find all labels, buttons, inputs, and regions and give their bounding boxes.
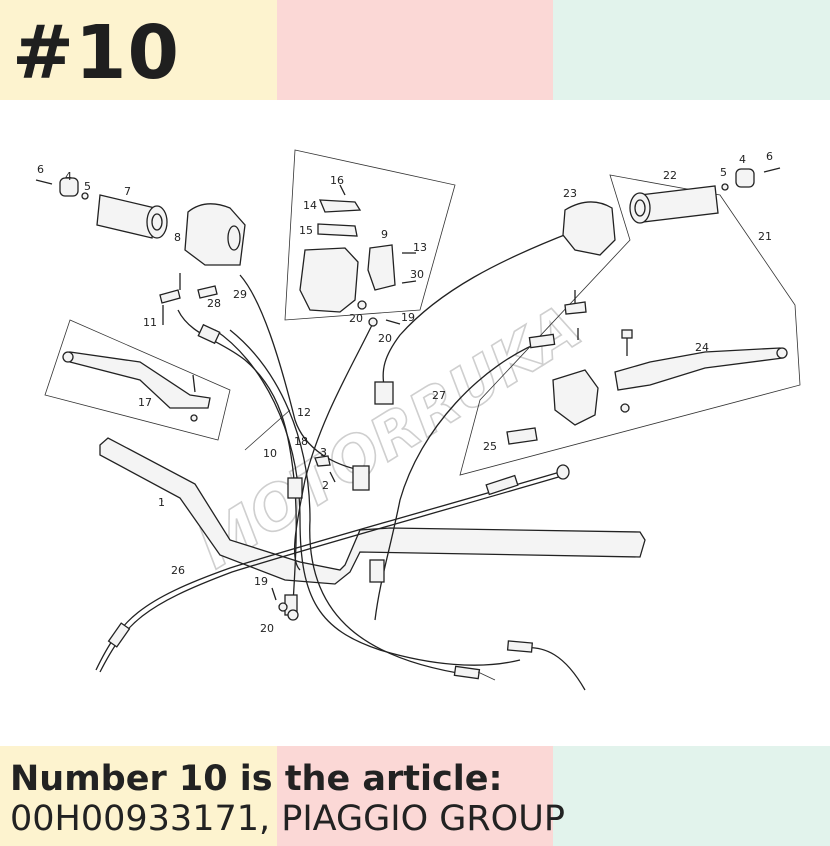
left-switch-housing (184, 203, 246, 266)
left-lever (69, 351, 211, 409)
bar-end-weight-right (735, 168, 755, 188)
screw-19a (385, 319, 401, 325)
caption-band (0, 746, 830, 846)
header-band (0, 0, 830, 100)
callout-10: 10 (263, 447, 277, 460)
callout-12: 12 (297, 406, 311, 419)
washer-left (81, 192, 89, 200)
callout-2: 2 (322, 479, 329, 492)
cable-end-nipple (556, 464, 570, 480)
washer-20a (357, 300, 367, 310)
callout-21: 21 (758, 230, 772, 243)
reservoir-gasket (317, 223, 358, 237)
callout-9: 9 (381, 228, 388, 241)
group-box-master-cylinder (284, 149, 456, 321)
callout-22: 22 (663, 169, 677, 182)
callout-1: 1 (158, 496, 165, 509)
screw-30 (401, 280, 417, 284)
right-grip (629, 185, 719, 224)
callout-18: 18 (294, 435, 308, 448)
right-switch-housing (562, 201, 616, 256)
banjo-bolt-25 (506, 427, 538, 445)
callout-6-right: 6 (766, 150, 773, 163)
group-box-left-lever (44, 319, 231, 441)
screw-19b (271, 587, 277, 601)
callout-30: 30 (410, 268, 424, 281)
callout-26: 26 (171, 564, 185, 577)
callout-25: 25 (483, 440, 497, 453)
callout-28: 28 (207, 297, 221, 310)
washer-20c (278, 602, 288, 612)
screw-16 (339, 184, 346, 196)
callout-5-right: 5 (720, 166, 727, 179)
cable-adjuster (485, 474, 519, 496)
callout-15: 15 (299, 224, 313, 237)
handlebar (99, 437, 646, 585)
washer-right (721, 183, 729, 191)
callout-19-b: 19 (254, 575, 268, 588)
left-grip (96, 194, 168, 239)
callout-27: 27 (432, 389, 446, 402)
connector (352, 465, 370, 491)
callout-20-b: 20 (378, 332, 392, 345)
callout-4-right: 4 (739, 153, 746, 166)
throttle-cable-a (214, 329, 521, 666)
callout-4-left: 4 (65, 170, 72, 183)
callout-3: 3 (320, 446, 327, 459)
washer-20b (368, 317, 378, 327)
master-cylinder-body (299, 247, 359, 313)
callout-17: 17 (138, 396, 152, 409)
banjo-bolt (197, 285, 218, 299)
caption-heading: Number 10 is the article: (10, 759, 503, 799)
connector-right (374, 381, 394, 405)
callout-7: 7 (124, 185, 131, 198)
callout-20-c: 20 (260, 622, 274, 635)
group-box-right-controls (459, 174, 801, 476)
right-master-cylinder (552, 369, 599, 426)
clamp (367, 244, 396, 291)
throttle-cable-b (229, 329, 471, 676)
bar-end-weight-left (59, 177, 79, 197)
callout-13: 13 (413, 241, 427, 254)
right-lever (614, 347, 784, 391)
callout-24: 24 (695, 341, 709, 354)
switch-wire (293, 324, 373, 571)
screw-right (763, 167, 781, 173)
callout-23: 23 (563, 187, 577, 200)
callout-29: 29 (233, 288, 247, 301)
bracket-3 (314, 455, 331, 467)
callout-19-a: 19 (401, 311, 415, 324)
callout-5-left: 5 (84, 180, 91, 193)
screw-left (35, 179, 53, 185)
exploded-parts-diagram: MOTORRUKA (35, 149, 801, 691)
screw-2 (329, 471, 336, 483)
callout-20-a: 20 (349, 312, 363, 325)
item-number-title: #10 (12, 10, 180, 96)
reservoir-cap (319, 199, 362, 213)
callout-16: 16 (330, 174, 344, 187)
callout-6-left: 6 (37, 163, 44, 176)
throttle-cable-right (382, 231, 573, 391)
callout-8: 8 (174, 231, 181, 244)
callout-14: 14 (303, 199, 317, 212)
caption-article-number: 00H00933171, PIAGGIO GROUP (10, 799, 565, 839)
callout-11: 11 (143, 316, 157, 329)
